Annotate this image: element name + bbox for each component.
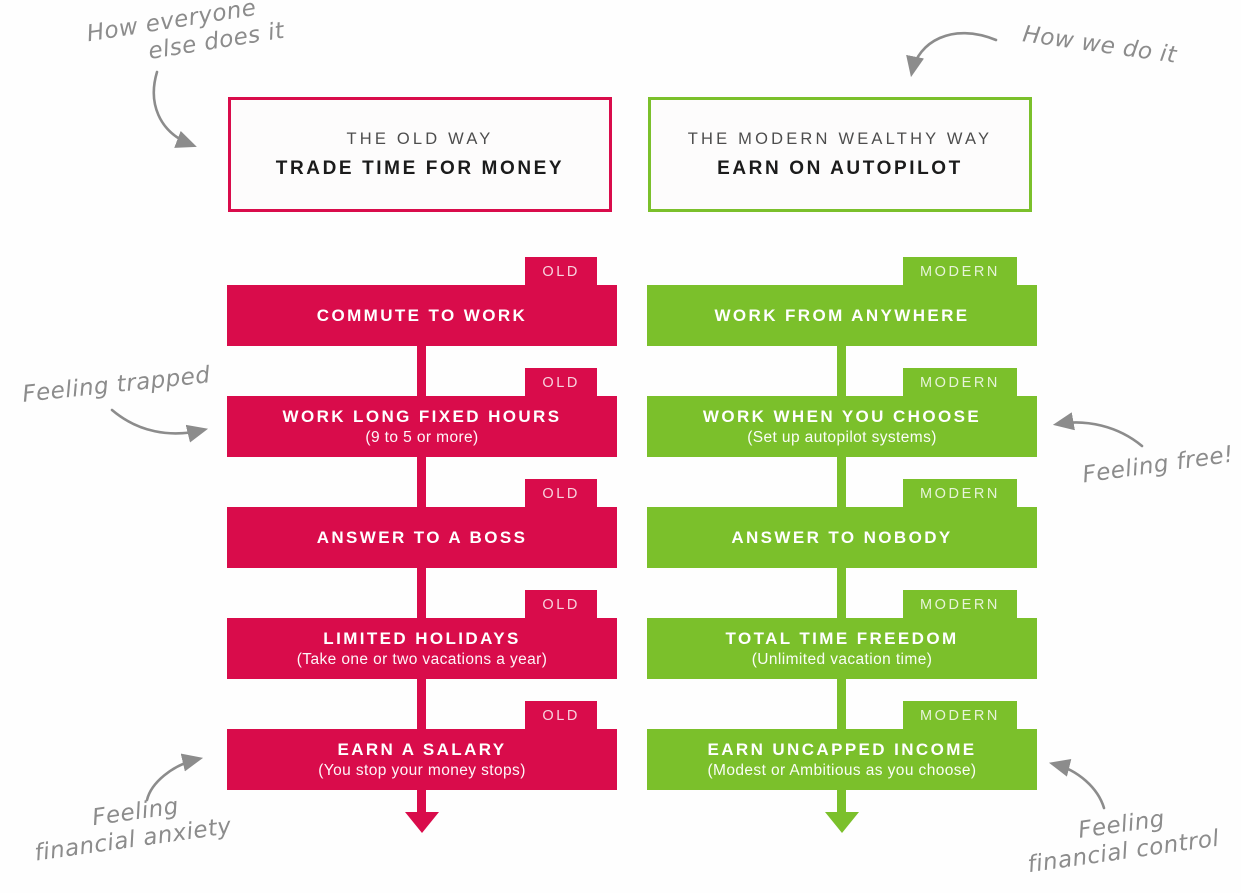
annotation-line: Feeling free! [1080, 441, 1236, 489]
step-title: TOTAL TIME FREEDOM [725, 628, 959, 648]
annotation-line: Feeling trapped [21, 362, 212, 408]
step-title: COMMUTE TO WORK [316, 305, 528, 325]
annotation-feeling-free: Feeling free! [1081, 442, 1236, 490]
modern-flow-arrowhead-icon [825, 812, 859, 833]
step-title: WORK FROM ANYWHERE [714, 305, 970, 325]
step-subtitle: (You stop your money stops) [318, 761, 526, 779]
arrow-mid-right [1052, 412, 1144, 448]
old-tag: OLD [525, 257, 597, 285]
old-tag: OLD [525, 701, 597, 729]
modern-step-nobody: MODERN ANSWER TO NOBODY [647, 479, 1037, 568]
modern-tag: MODERN [902, 590, 1017, 618]
step-title: WORK LONG FIXED HOURS [282, 406, 562, 426]
annotation-financial-anxiety: Feeling financial anxiety [29, 786, 233, 867]
arrow-bottom-right [1048, 758, 1106, 810]
step-bar: TOTAL TIME FREEDOM (Unlimited vacation t… [647, 618, 1037, 679]
step-subtitle: (9 to 5 or more) [365, 428, 479, 446]
old-step-salary: OLD EARN A SALARY (You stop your money s… [227, 701, 617, 790]
old-way-subtitle: THE OLD WAY [346, 129, 494, 148]
annotation-how-everyone-else: How everyone else does it [85, 0, 287, 75]
step-subtitle: (Take one or two vacations a year) [296, 650, 548, 668]
old-way-header-box: THE OLD WAY TRADE TIME FOR MONEY [228, 97, 612, 212]
old-flow-arrowhead-icon [405, 812, 439, 833]
modern-way-subtitle: THE MODERN WEALTHY WAY [687, 129, 993, 148]
step-title: EARN A SALARY [337, 739, 507, 759]
old-tag: OLD [525, 368, 597, 396]
modern-step-freedom: MODERN TOTAL TIME FREEDOM (Unlimited vac… [647, 590, 1037, 679]
step-title: ANSWER TO NOBODY [731, 527, 953, 547]
old-step-boss: OLD ANSWER TO A BOSS [227, 479, 617, 568]
modern-tag: MODERN [902, 701, 1017, 729]
annotation-line: How we do it [1021, 21, 1179, 69]
step-title: LIMITED HOLIDAYS [323, 628, 521, 648]
old-step-holidays: OLD LIMITED HOLIDAYS (Take one or two va… [227, 590, 617, 679]
step-subtitle: (Modest or Ambitious as you choose) [707, 761, 977, 779]
arrow-top-left [152, 70, 197, 148]
annotation-feeling-trapped: Feeling trapped [21, 362, 212, 409]
step-bar: WORK LONG FIXED HOURS (9 to 5 or more) [227, 396, 617, 457]
modern-way-title: EARN ON AUTOPILOT [717, 157, 963, 179]
old-tag: OLD [525, 590, 597, 618]
annotation-how-we-do-it: How we do it [1021, 21, 1178, 69]
step-bar: COMMUTE TO WORK [227, 285, 617, 346]
modern-way-header-box: THE MODERN WEALTHY WAY EARN ON AUTOPILOT [648, 97, 1032, 212]
step-title: EARN UNCAPPED INCOME [707, 739, 977, 759]
modern-tag: MODERN [902, 257, 1017, 285]
old-way-title: TRADE TIME FOR MONEY [275, 157, 565, 179]
step-bar: EARN UNCAPPED INCOME (Modest or Ambitiou… [647, 729, 1037, 790]
step-title: WORK WHEN YOU CHOOSE [702, 406, 982, 426]
old-tag: OLD [525, 479, 597, 507]
step-bar: EARN A SALARY (You stop your money stops… [227, 729, 617, 790]
old-step-commute: OLD COMMUTE TO WORK [227, 257, 617, 346]
step-title: ANSWER TO A BOSS [316, 527, 528, 547]
annotation-financial-control: Feeling financial control [1022, 799, 1221, 879]
step-bar: WORK WHEN YOU CHOOSE (Set up autopilot s… [647, 396, 1037, 457]
old-step-fixed-hours: OLD WORK LONG FIXED HOURS (9 to 5 or mor… [227, 368, 617, 457]
step-subtitle: (Set up autopilot systems) [747, 428, 937, 446]
modern-tag: MODERN [902, 479, 1017, 507]
arrow-mid-left [110, 408, 209, 443]
step-bar: LIMITED HOLIDAYS (Take one or two vacati… [227, 618, 617, 679]
step-bar: ANSWER TO A BOSS [227, 507, 617, 568]
step-bar: ANSWER TO NOBODY [647, 507, 1037, 568]
modern-step-income: MODERN EARN UNCAPPED INCOME (Modest or A… [647, 701, 1037, 790]
modern-tag: MODERN [902, 368, 1017, 396]
modern-step-choose: MODERN WORK WHEN YOU CHOOSE (Set up auto… [647, 368, 1037, 457]
step-bar: WORK FROM ANYWHERE [647, 285, 1037, 346]
step-subtitle: (Unlimited vacation time) [751, 650, 933, 668]
modern-step-anywhere: MODERN WORK FROM ANYWHERE [647, 257, 1037, 346]
arrow-top-right [906, 31, 998, 78]
